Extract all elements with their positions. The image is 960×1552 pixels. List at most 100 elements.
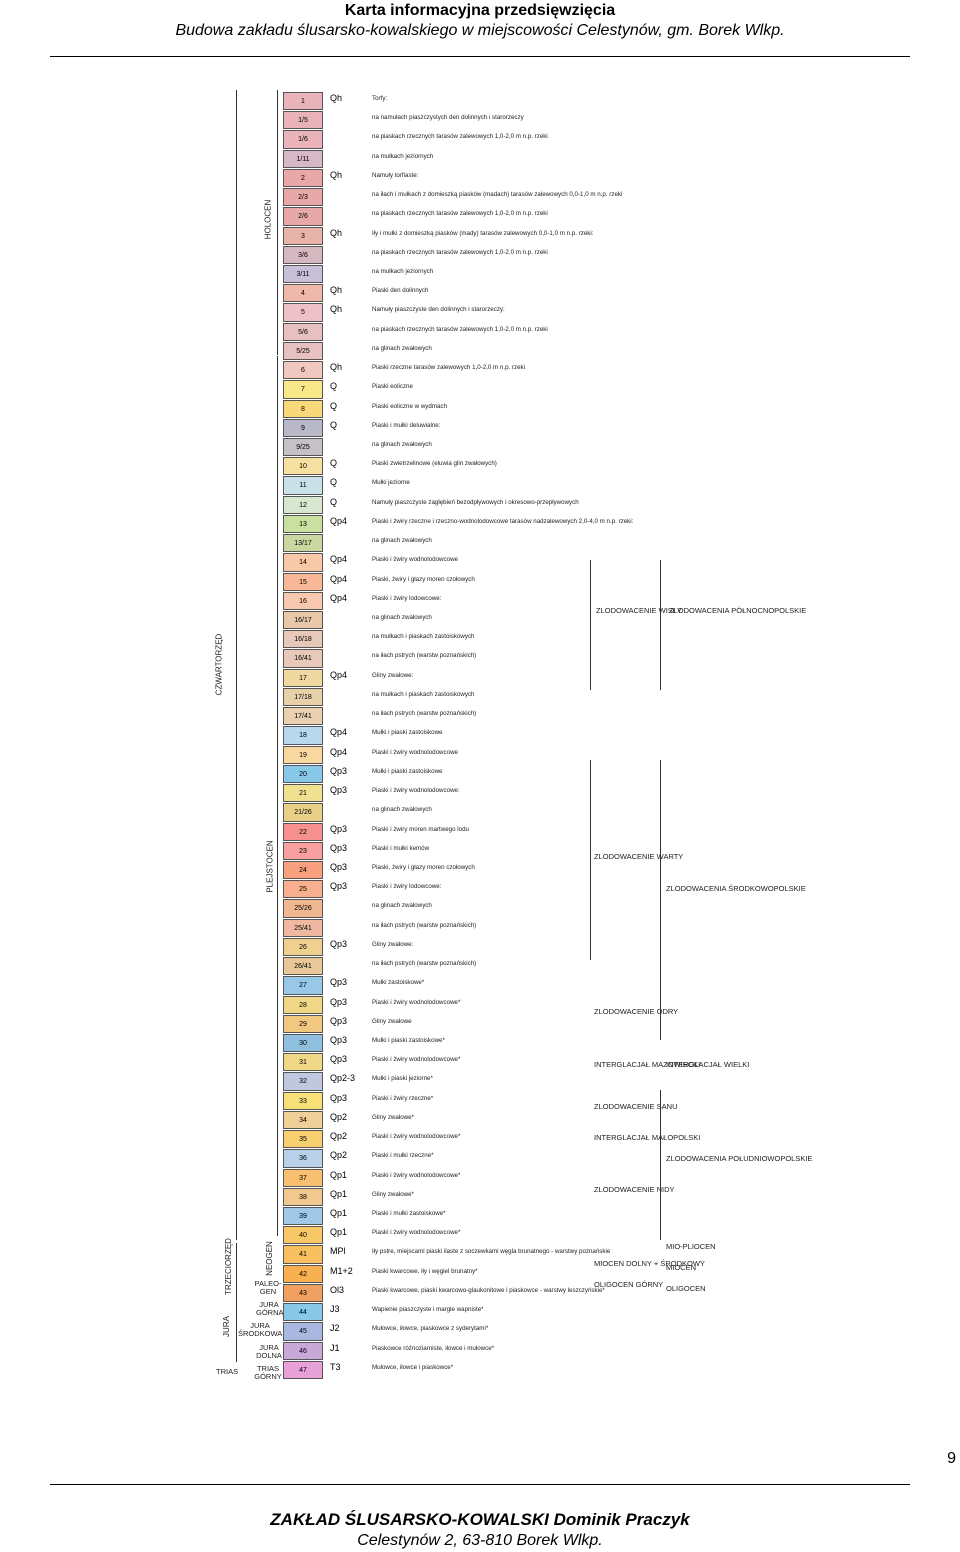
stage-label-jura-gorna: JURA GÓRNA (256, 1300, 284, 1317)
legend-description: na mułkach jeziornych (372, 152, 434, 160)
legend-description: Torfy: (372, 95, 388, 102)
legend-description: Gliny zwałowe* (372, 1113, 414, 1121)
legend-swatch: 5/6 (283, 322, 323, 341)
legend-swatch: 45 (283, 1322, 323, 1341)
legend-swatch: 3 (283, 226, 323, 245)
glaciation-label-a-3: INTERGLACJAŁ MAZOWIECKI (594, 1060, 701, 1069)
legend-swatch: 4 (283, 284, 323, 303)
legend-description: Mułki jeziorne (372, 479, 410, 487)
legend-symbol: Qp4 (330, 592, 348, 603)
bracket-quaternary (236, 90, 237, 1240)
legend-swatch: 5 (283, 303, 323, 322)
legend-symbol: J2 (330, 1323, 340, 1334)
legend-symbol: T3 (330, 1361, 341, 1372)
bracket-glac-poludniowopolskie (660, 1090, 661, 1240)
legend-symbol: Q (330, 381, 338, 392)
legend-description: na iłach pstrych (warstw poznańskich) (372, 710, 477, 718)
legend-swatch: 11 (283, 476, 323, 495)
legend-description: na glinach zwałowych (372, 806, 432, 814)
legend-symbol: Qp4 (330, 727, 348, 738)
legend-symbol: Qp4 (330, 554, 348, 565)
legend-description: Piaski i żwiry rzeczne* (372, 1094, 434, 1102)
legend-description: Mułki i piaski jeziorne* (372, 1075, 433, 1083)
legend-swatch: 47 (283, 1360, 323, 1379)
legend-symbol: Qp4 (330, 515, 348, 526)
legend-swatch: 9 (283, 418, 323, 438)
legend-description: Mułki i piaski zastoiskowe (372, 767, 443, 775)
legend-description: na piaskach rzecznych tarasów zalewowych… (372, 248, 548, 256)
legend-symbol: Qh (330, 285, 343, 296)
legend-description: Piaski i żwiry wodnolodowcowe* (372, 998, 461, 1006)
header-title: Karta informacyjna przedsięwzięcia (344, 2, 616, 19)
legend-swatch: 32 (283, 1072, 323, 1091)
legend-swatch: 17/18 (283, 687, 323, 707)
legend-swatch: 13/17 (283, 534, 323, 553)
stage-label-jura-dolna: JURA DOLNA (256, 1343, 282, 1360)
legend-description: na namułach piaszczystych den dolinnych … (372, 114, 524, 122)
legend-swatch: 40 (283, 1226, 323, 1245)
legend-description: Piaski i żwiry wodnolodowcowe* (372, 1171, 461, 1179)
bracket-glac-polnocnopolskie (660, 560, 661, 690)
glaciation-label-a-4: ZLODOWACENIE SANU (594, 1102, 678, 1111)
stage-label-paleogen: PALEO-GEN (254, 1279, 282, 1296)
glaciation-label-b-1: ZLODOWACENIA ŚRODKOWOPOLSKIE (666, 884, 806, 893)
legend-description: na glinach zwałowych (372, 344, 432, 352)
legend-description: na glinach zwałowych (372, 537, 432, 545)
legend-swatch: 2/6 (283, 207, 323, 226)
bracket-glac-wisly (590, 560, 591, 690)
legend-symbol: Qp1 (330, 1207, 348, 1218)
page-number: 9 (947, 1450, 956, 1467)
legend-description: Piaski i mułki deluwialne: (372, 421, 441, 429)
footer-divider (50, 1484, 910, 1485)
glaciation-label-b-7: MIOCEN (666, 1263, 696, 1272)
legend-description: na piaskach rzecznych tarasów zalewowych… (372, 210, 548, 218)
legend-swatch: 25 (283, 880, 323, 899)
legend-swatch: 38 (283, 1187, 323, 1206)
legend-swatch: 1/6 (283, 130, 323, 149)
legend-symbol: Qh (330, 362, 343, 373)
legend-description: Mułowce, iłowce i piaskowce* (372, 1363, 454, 1371)
legend-swatch: 13 (283, 514, 323, 534)
period-label-quaternary: CZWARTORZĘD (214, 633, 224, 696)
geological-legend: CZWARTORZĘD TRZECIORZĘD JURA TRIAS HOLOC… (214, 90, 813, 1381)
legend-swatch: 15 (283, 572, 323, 591)
legend-description: Gliny zwałowe* (372, 1190, 414, 1198)
legend-symbol: Qp1 (330, 1169, 348, 1180)
legend-description: na mułkach jeziornych (372, 268, 434, 275)
legend-swatch: 30 (283, 1033, 323, 1053)
legend-swatch: 24 (283, 860, 323, 880)
legend-description: Piaski i żwiry lodowcowe: (372, 883, 442, 891)
glaciation-label-b-5: ZLODOWACENIA POŁUDNIOWOPOLSKIE (666, 1154, 813, 1163)
legend-swatch: 25/26 (283, 899, 323, 918)
legend-swatch: 23 (283, 841, 323, 860)
legend-swatch: 7 (283, 380, 323, 399)
legend-symbol: Qp3 (330, 1034, 348, 1045)
legend-description: Piaski, żwiry i głazy moren czołowych (372, 575, 475, 583)
bracket-holocene (277, 90, 278, 355)
legend-swatch: 18 (283, 726, 323, 745)
legend-symbol: Qp3 (330, 881, 348, 892)
bracket-glac-warty (590, 760, 591, 960)
legend-symbol: Qh (330, 93, 343, 103)
legend-description: Piaski i żwiry rzeczne i rzeczno-wodnolo… (372, 517, 634, 525)
legend-symbol: Qp2 (330, 1131, 348, 1142)
legend-description: Piaski i żwiry moren martwego lodu (372, 825, 469, 833)
legend-description: Piaski i mułki kemów (372, 844, 430, 852)
legend-symbol: Qp3 (330, 823, 348, 834)
legend-swatch: 16/18 (283, 630, 323, 649)
legend-symbol: Qp4 (330, 573, 348, 584)
stage-label-jura-srodkowa: JURA ŚRODKOWA (238, 1321, 283, 1338)
legend-description: Namuły piaszczyste den dolinnych i staro… (372, 306, 505, 314)
legend-swatch: 39 (283, 1206, 323, 1226)
glaciation-label-a-2: ZLODOWACENIE ODRY (594, 1007, 679, 1016)
legend-swatch: 44 (283, 1303, 323, 1322)
legend-description: Piaski zwietrzelinowe (eluwia glin zwało… (372, 460, 497, 468)
legend-symbol: Q (330, 496, 338, 507)
legend-description: Gliny zwałowe (372, 1017, 412, 1025)
stage-label-trias-gorny: TRIAS GÓRNY (254, 1364, 282, 1381)
legend-swatch: 1/11 (283, 149, 323, 168)
legend-description: na piaskach rzecznych tarasów zalewowych… (372, 325, 548, 333)
glaciation-label-b-0: ZLODOWACENIA PÓŁNOCNOPOLSKIE (669, 606, 807, 615)
header-subtitle: Budowa zakładu ślusarsko-kowalskiego w m… (175, 22, 785, 39)
legend-swatch: 19 (283, 745, 323, 764)
